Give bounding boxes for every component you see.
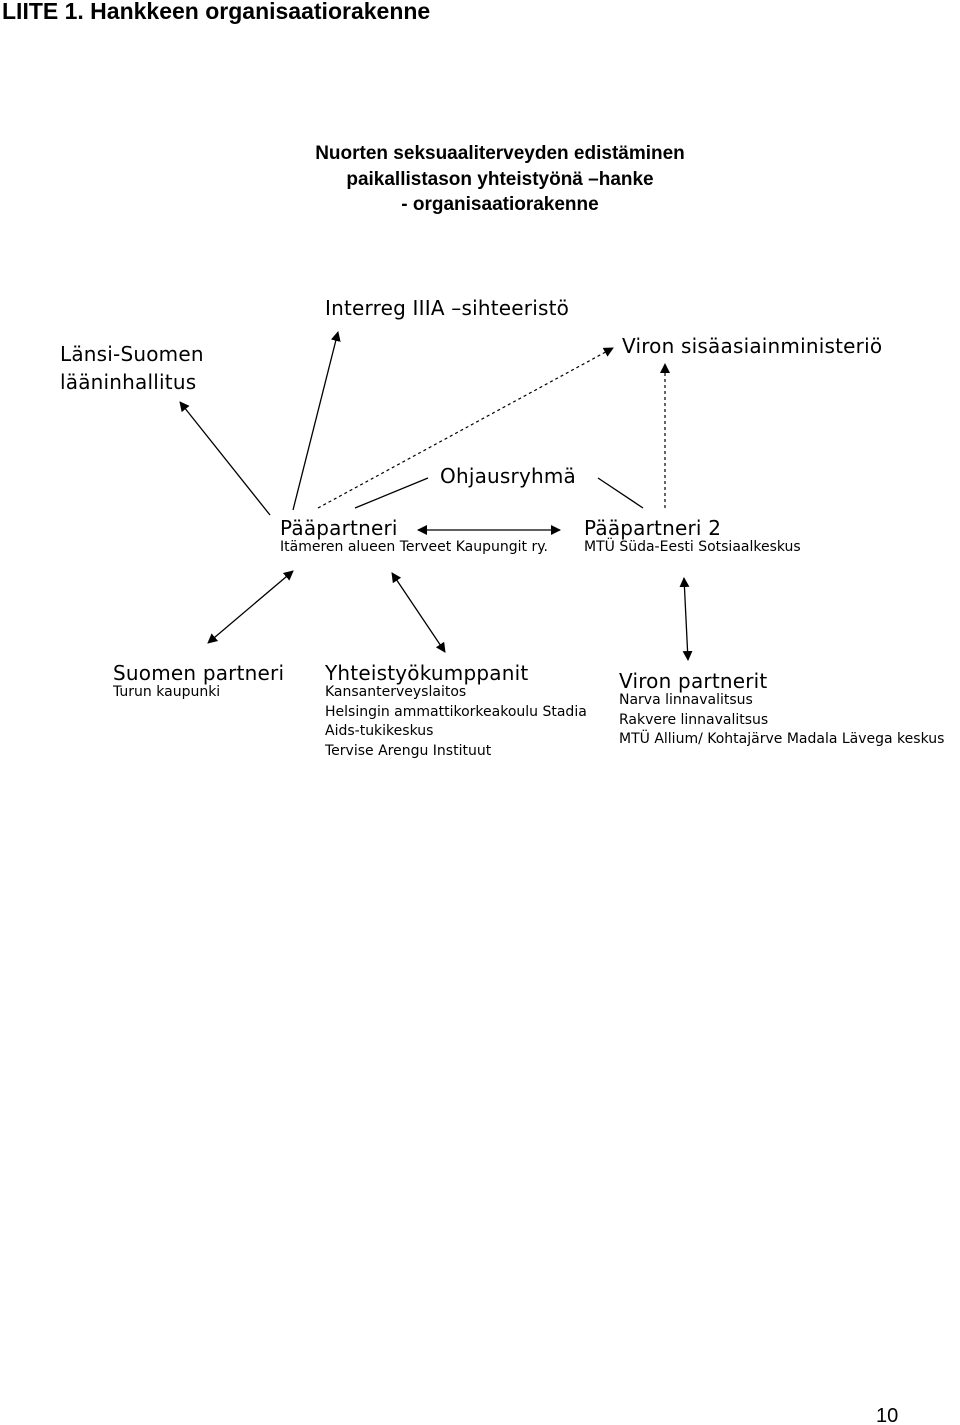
node-viron-sisaasiainministerio: Viron sisäasiainministeriö bbox=[622, 334, 883, 358]
member-item: Turun kaupunki bbox=[113, 684, 221, 700]
node-paapartneri-2-subtitle: MTÜ Süda-Eesti Sotsiaalkeskus bbox=[584, 539, 801, 555]
double-arrow-suomen-partneri bbox=[207, 570, 294, 644]
member-item: Tervise Arengu Instituut bbox=[325, 742, 492, 759]
node-viron-partnerit-title: Viron partnerit bbox=[619, 669, 768, 693]
node-suomen-partneri-members: Turun kaupunki bbox=[113, 683, 284, 703]
node-ohjausryhma: Ohjausryhmä bbox=[440, 464, 576, 488]
node-suomen-partneri: Suomen partneri Turun kaupunki bbox=[113, 659, 284, 703]
ohjausryhma-link-right bbox=[597, 477, 644, 509]
node-lansi-suomen-line-2: lääninhallitus bbox=[60, 370, 197, 394]
double-arrow-viron-partnerit bbox=[679, 577, 693, 661]
diagram-title-line-3: - organisaatiorakenne bbox=[401, 194, 599, 215]
node-lansi-suomen-line-1: Länsi-Suomen bbox=[60, 342, 204, 366]
node-viron-partnerit: Viron partnerit Narva linnavalitsus Rakv… bbox=[619, 667, 944, 750]
node-paapartneri: Pääpartneri Itämeren alueen Terveet Kaup… bbox=[280, 514, 548, 558]
arrow-to-interreg bbox=[292, 331, 341, 511]
diagram-title: Nuorten seksuaaliterveyden edistäminen p… bbox=[0, 141, 960, 218]
node-paapartneri-2: Pääpartneri 2 MTÜ Süda-Eesti Sotsiaalkes… bbox=[584, 514, 801, 558]
node-viron-partnerit-members: Narva linnavalitsus Rakvere linnavalitsu… bbox=[619, 691, 944, 750]
member-item: Kansanterveyslaitos bbox=[325, 684, 467, 700]
member-item: Aids-tukikeskus bbox=[325, 723, 434, 739]
ohjausryhma-link-left bbox=[354, 477, 429, 509]
member-item: Rakvere linnavalitsus bbox=[619, 711, 769, 728]
member-item: Helsingin ammattikorkeakoulu Stadia bbox=[325, 703, 587, 720]
page-heading: LIITE 1. Hankkeen organisaatiorakenne bbox=[2, 0, 431, 24]
node-lansi-suomen-laaninhallitus: Länsi-Suomen lääninhallitus bbox=[60, 340, 204, 396]
member-item: MTÜ Allium/ Kohtajärve Madala Lävega kes… bbox=[619, 731, 945, 747]
arrow-to-lansi-suomen bbox=[179, 401, 271, 516]
page-number: 10 bbox=[876, 1405, 899, 1425]
node-suomen-partneri-title: Suomen partneri bbox=[113, 661, 285, 685]
node-interreg: Interreg IIIA –sihteeristö bbox=[325, 296, 570, 320]
node-yhteistyokumppanit: Yhteistyökumppanit Kansanterveyslaitos H… bbox=[325, 659, 587, 761]
double-arrow-yhteistyokumppanit bbox=[391, 572, 446, 653]
diagram-title-line-1: Nuorten seksuaaliterveyden edistäminen bbox=[315, 143, 685, 164]
node-paapartneri-subtitle: Itämeren alueen Terveet Kaupungit ry. bbox=[280, 539, 548, 555]
member-item: Narva linnavalitsus bbox=[619, 692, 753, 708]
node-yhteistyokumppanit-members: Kansanterveyslaitos Helsingin ammattikor… bbox=[325, 683, 587, 761]
node-yhteistyokumppanit-title: Yhteistyökumppanit bbox=[325, 661, 529, 685]
diagram-title-line-2: paikallistason yhteistyönä –hanke bbox=[346, 168, 654, 190]
node-paapartneri-title: Pääpartneri bbox=[280, 516, 398, 540]
node-paapartneri-2-title: Pääpartneri 2 bbox=[584, 516, 722, 540]
